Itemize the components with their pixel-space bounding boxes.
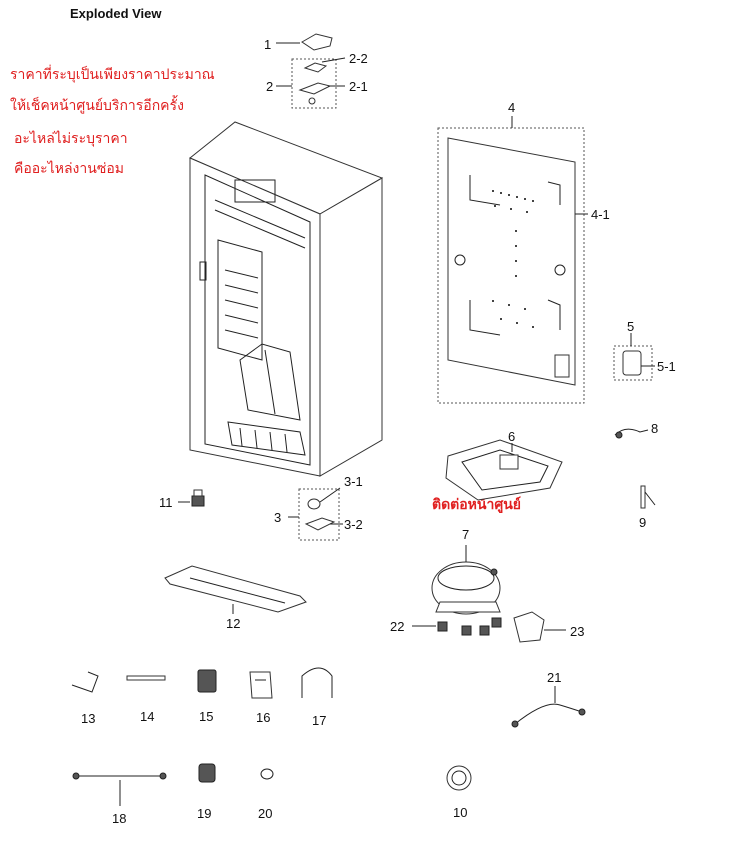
part-11-foot bbox=[178, 489, 205, 507]
part-6-evaporating-tray bbox=[445, 439, 563, 501]
part-8-sensor bbox=[614, 428, 649, 439]
callout-3: 3 bbox=[274, 510, 281, 525]
callout-14: 14 bbox=[140, 709, 154, 724]
callout-3-2: 3-2 bbox=[344, 517, 363, 532]
refrigerator-cabinet bbox=[189, 121, 384, 477]
callout-21: 21 bbox=[547, 670, 561, 685]
part-15-block bbox=[197, 669, 217, 693]
callout-12: 12 bbox=[226, 616, 240, 631]
callout-15: 15 bbox=[199, 709, 213, 724]
callout-19: 19 bbox=[197, 806, 211, 821]
part-9-fuse bbox=[640, 485, 656, 509]
contact-service-warning: ติดต่อหน้าศูนย์ bbox=[432, 497, 522, 513]
callout-8: 8 bbox=[651, 421, 658, 436]
part-20-ring bbox=[260, 768, 274, 780]
part-14-rod bbox=[126, 675, 166, 681]
part-3-lower-hinge bbox=[288, 487, 343, 541]
part-12-base-plate bbox=[164, 565, 307, 614]
part-16-clamp bbox=[249, 671, 273, 699]
diagram-title: Exploded View bbox=[70, 6, 162, 21]
callout-22: 22 bbox=[390, 619, 404, 634]
callout-4: 4 bbox=[508, 100, 515, 115]
part-5-bracket bbox=[613, 333, 655, 381]
part-4-back-cover bbox=[437, 116, 588, 404]
part-21-harness bbox=[511, 686, 586, 728]
callout-17: 17 bbox=[312, 713, 326, 728]
callout-18: 18 bbox=[112, 811, 126, 826]
part-1-hinge-cover bbox=[276, 33, 333, 51]
part-2-hinge-assembly bbox=[276, 57, 346, 109]
callout-7: 7 bbox=[462, 527, 469, 542]
callout-labels: 1 2-2 2 2-1 4 4-1 5 5-1 8 6 3-1 11 3 3-2… bbox=[81, 37, 676, 826]
callout-5-1: 5-1 bbox=[657, 359, 676, 374]
callout-3-1: 3-1 bbox=[344, 474, 363, 489]
part-22-grommets bbox=[412, 617, 502, 636]
part-18-wire bbox=[72, 772, 167, 806]
callout-2-2: 2-2 bbox=[349, 51, 368, 66]
price-note-line-2: ให้เช็คหน้าศูนย์บริการอีกครั้ง bbox=[10, 98, 184, 114]
callout-23: 23 bbox=[570, 624, 584, 639]
callout-10: 10 bbox=[453, 805, 467, 820]
part-17-tube bbox=[301, 667, 333, 698]
callout-11: 11 bbox=[159, 495, 173, 510]
callout-2: 2 bbox=[266, 79, 273, 94]
callout-16: 16 bbox=[256, 710, 270, 725]
callout-9: 9 bbox=[639, 515, 646, 530]
part-19-bushing bbox=[198, 763, 216, 783]
price-note-line-3: อะไหล่ไม่ระบุราคา bbox=[14, 131, 128, 147]
callout-13: 13 bbox=[81, 711, 95, 726]
part-7-compressor bbox=[431, 545, 501, 615]
callout-2-1: 2-1 bbox=[349, 79, 368, 94]
callout-4-1: 4-1 bbox=[591, 207, 610, 222]
price-note-line-1: ราคาที่ระบุเป็นเพียงราคาประมาณ bbox=[10, 67, 215, 83]
callout-5: 5 bbox=[627, 319, 634, 334]
price-note-line-4: คืออะไหล่งานซ่อม bbox=[14, 161, 124, 177]
part-13-clip bbox=[71, 671, 99, 693]
part-10-cap bbox=[446, 765, 472, 791]
callout-1: 1 bbox=[264, 37, 271, 52]
callout-6: 6 bbox=[508, 429, 515, 444]
callout-20: 20 bbox=[258, 806, 272, 821]
part-23-relay bbox=[513, 611, 566, 643]
